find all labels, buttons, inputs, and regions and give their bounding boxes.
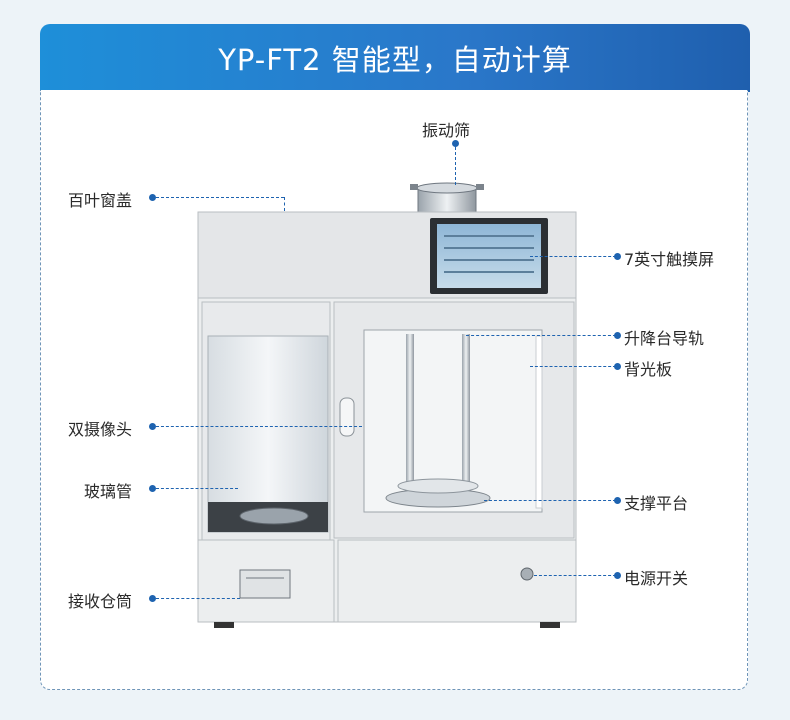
backlight-panel (535, 335, 543, 509)
callout-line (284, 197, 285, 211)
support-platform (385, 478, 491, 508)
glass-tube-window (207, 335, 329, 533)
callout-dot (614, 572, 621, 579)
lift-rail (406, 334, 414, 502)
title-banner: YP-FT2 智能型，自动计算 (40, 24, 750, 92)
power-switch-knob (520, 567, 534, 581)
page-title: YP-FT2 智能型，自动计算 (218, 43, 572, 77)
callout-dot (452, 140, 459, 147)
label-glass-tube: 玻璃管 (84, 482, 133, 501)
callout-line (530, 366, 616, 367)
callout-dot (614, 497, 621, 504)
label-louver-cover: 百叶窗盖 (68, 191, 133, 210)
label-backlight: 背光板 (624, 360, 673, 379)
callout-line (466, 335, 616, 336)
label-support-platform: 支撑平台 (624, 494, 689, 513)
touch-screen (430, 218, 548, 294)
label-vibrating-sieve: 振动筛 (422, 121, 471, 140)
callout-line (455, 147, 456, 185)
callout-dot (149, 595, 156, 602)
label-receiver-bin: 接收仓筒 (68, 592, 133, 611)
callout-line (156, 426, 362, 427)
callout-line (156, 598, 240, 599)
door-handle (339, 397, 355, 437)
label-dual-camera: 双摄像头 (68, 420, 133, 439)
callout-line (156, 197, 284, 198)
callout-dot (149, 423, 156, 430)
callout-dot (614, 332, 621, 339)
callout-line (534, 575, 616, 576)
callout-dot (149, 194, 156, 201)
label-touch-screen: 7英寸触摸屏 (624, 250, 715, 269)
label-lift-rail: 升降台导轨 (624, 329, 705, 348)
callout-line (530, 256, 616, 257)
callout-line (484, 500, 616, 501)
callout-dot (614, 253, 621, 260)
callout-line (156, 488, 238, 489)
vibrating-sieve (410, 182, 484, 215)
label-power-switch: 电源开关 (624, 569, 689, 588)
callout-dot (614, 363, 621, 370)
callout-dot (149, 485, 156, 492)
